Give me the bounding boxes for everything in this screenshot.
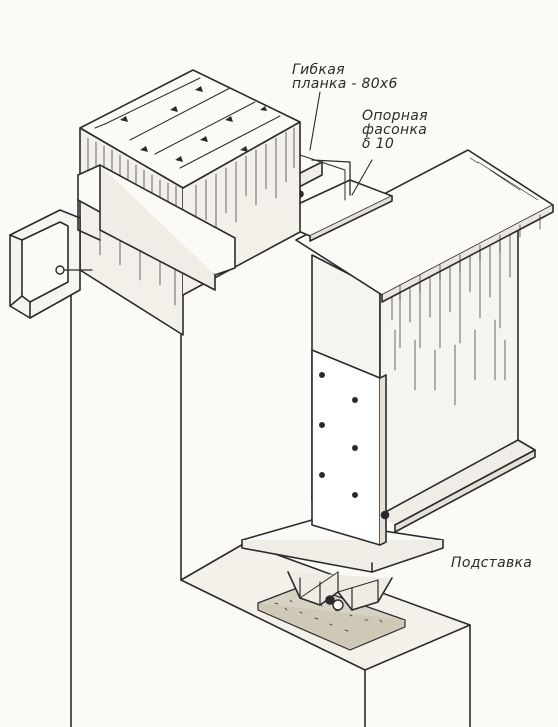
- leader-lines: [309, 91, 373, 196]
- leader-support-gusset: [351, 159, 373, 196]
- label-support-gusset-line1: Опорная: [362, 108, 428, 124]
- bolt-hole: [351, 396, 358, 403]
- bolt-hole: [351, 491, 358, 498]
- bolt: [325, 595, 335, 605]
- grout-bed: [257, 584, 406, 651]
- cap-angle-bars: [77, 164, 236, 291]
- left-concrete-column: [70, 269, 349, 727]
- label-support-gusset-line2: фасонка: [362, 122, 428, 138]
- bolt-hole: [318, 421, 325, 428]
- stand-top-plate: [241, 519, 444, 573]
- bolt-hole: [318, 471, 325, 478]
- anchor-nut: [332, 599, 344, 611]
- label-flexible-plate-line1: Гибкая: [292, 62, 345, 78]
- label-support-gusset: Опорная фасонка δ 10: [362, 109, 428, 151]
- label-support-gusset-line3: δ 10: [362, 136, 395, 152]
- bolt-hole: [318, 371, 325, 378]
- leader-flexible-plate: [309, 91, 321, 151]
- stand-legs: [287, 571, 393, 611]
- left-channel-bracket: [9, 209, 93, 319]
- bolt: [380, 510, 390, 520]
- label-stand: Подставка: [451, 555, 533, 571]
- main-i-beam: [295, 149, 554, 533]
- nut: [55, 265, 65, 275]
- label-flexible-plate-line2: планка - 80х6: [292, 76, 398, 92]
- beam-end-plate: [311, 349, 390, 546]
- bolt-hole: [351, 444, 358, 451]
- label-flexible-plate: Гибкая планка - 80х6: [292, 63, 398, 91]
